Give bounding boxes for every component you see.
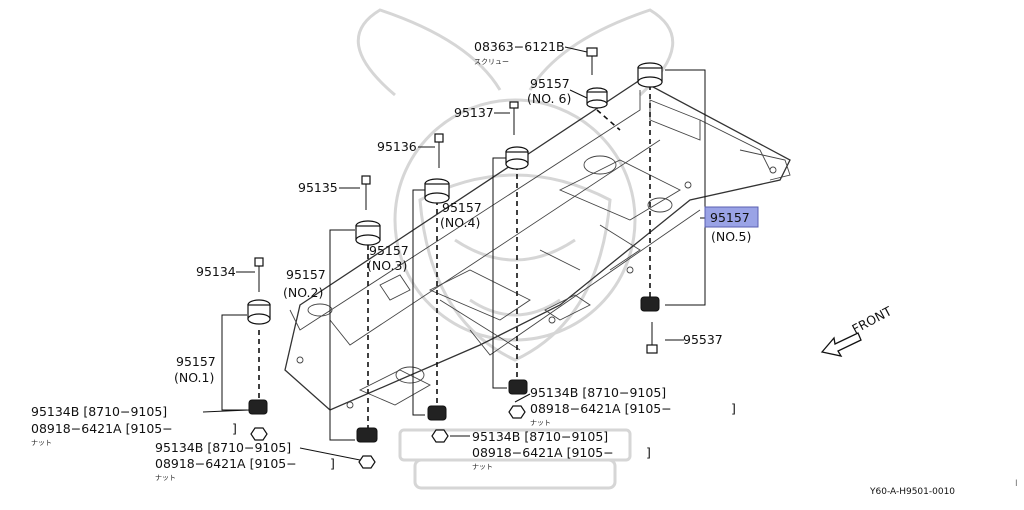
label-nut-d-line2[interactable]: 08918−6421A [9105− [472,445,614,460]
bolts [254,47,658,354]
label-nut-a-bracket: ] [232,421,237,436]
part-labels: 08363−6121B スクリュー 95157 (NO. 6) 95137 95… [31,39,759,482]
label-nut-c-bracket: ] [731,401,736,416]
label-08363-6121b[interactable]: 08363−6121B [474,39,565,54]
label-95157-no2-variant: (NO.2) [283,285,323,300]
label-nut-b-line2[interactable]: 08918−6421A [9105− [155,456,297,471]
label-95537[interactable]: 95537 [683,332,723,347]
label-95157-no1-variant: (NO.1) [174,370,214,385]
label-95157-no5-variant: (NO.5) [711,229,751,244]
label-95157-no5[interactable]: 95157 [710,210,750,225]
bushings [247,62,663,443]
label-95157-no6[interactable]: 95157 [530,76,570,91]
label-nut-b-jp: ナット [155,474,176,482]
label-screw-jp: スクリュー [474,58,509,66]
diagram-code: Y60-A-H9501-0010 [869,487,955,497]
highlight-box-95157-no5 [704,206,759,228]
label-95157-no1[interactable]: 95157 [176,354,216,369]
label-95136[interactable]: 95136 [377,139,417,154]
leader-lines [202,46,710,461]
label-95157-no3[interactable]: 95157 [369,243,409,258]
front-label: FRONT [849,303,894,336]
label-nut-d-bracket: ] [646,445,651,460]
label-nut-d-line1[interactable]: 95134B [8710−9105] [472,429,608,444]
label-nut-c-line1[interactable]: 95134B [8710−9105] [530,385,666,400]
alignment-lines [258,85,651,430]
label-95134[interactable]: 95134 [196,264,236,279]
label-95137[interactable]: 95137 [454,105,494,120]
nuts [250,405,526,469]
label-nut-b-bracket: ] [330,456,335,471]
label-nut-c-jp: ナット [530,419,551,427]
label-95157-no4[interactable]: 95157 [442,200,482,215]
label-95157-no2[interactable]: 95157 [286,267,326,282]
watermark-emblem [356,8,675,490]
label-95157-no6-variant: (NO. 6) [527,91,571,106]
label-nut-c-line2[interactable]: 08918−6421A [9105− [530,401,672,416]
label-nut-a-line1[interactable]: 95134B [8710−9105] [31,404,167,419]
label-95157-no4-variant: (NO.4) [440,215,480,230]
front-arrow-icon: FRONT [820,303,894,357]
grouping-brackets [221,69,706,441]
label-nut-b-line1[interactable]: 95134B [8710−9105] [155,440,291,455]
ladder-frame [284,79,791,411]
edge-mark: I [1015,479,1018,489]
label-95135[interactable]: 95135 [298,180,338,195]
label-nut-a-jp: ナット [31,439,52,447]
label-nut-d-jp: ナット [472,463,493,471]
label-nut-a-line2[interactable]: 08918−6421A [9105− [31,421,173,436]
label-95157-no3-variant: (NO.3) [367,258,407,273]
